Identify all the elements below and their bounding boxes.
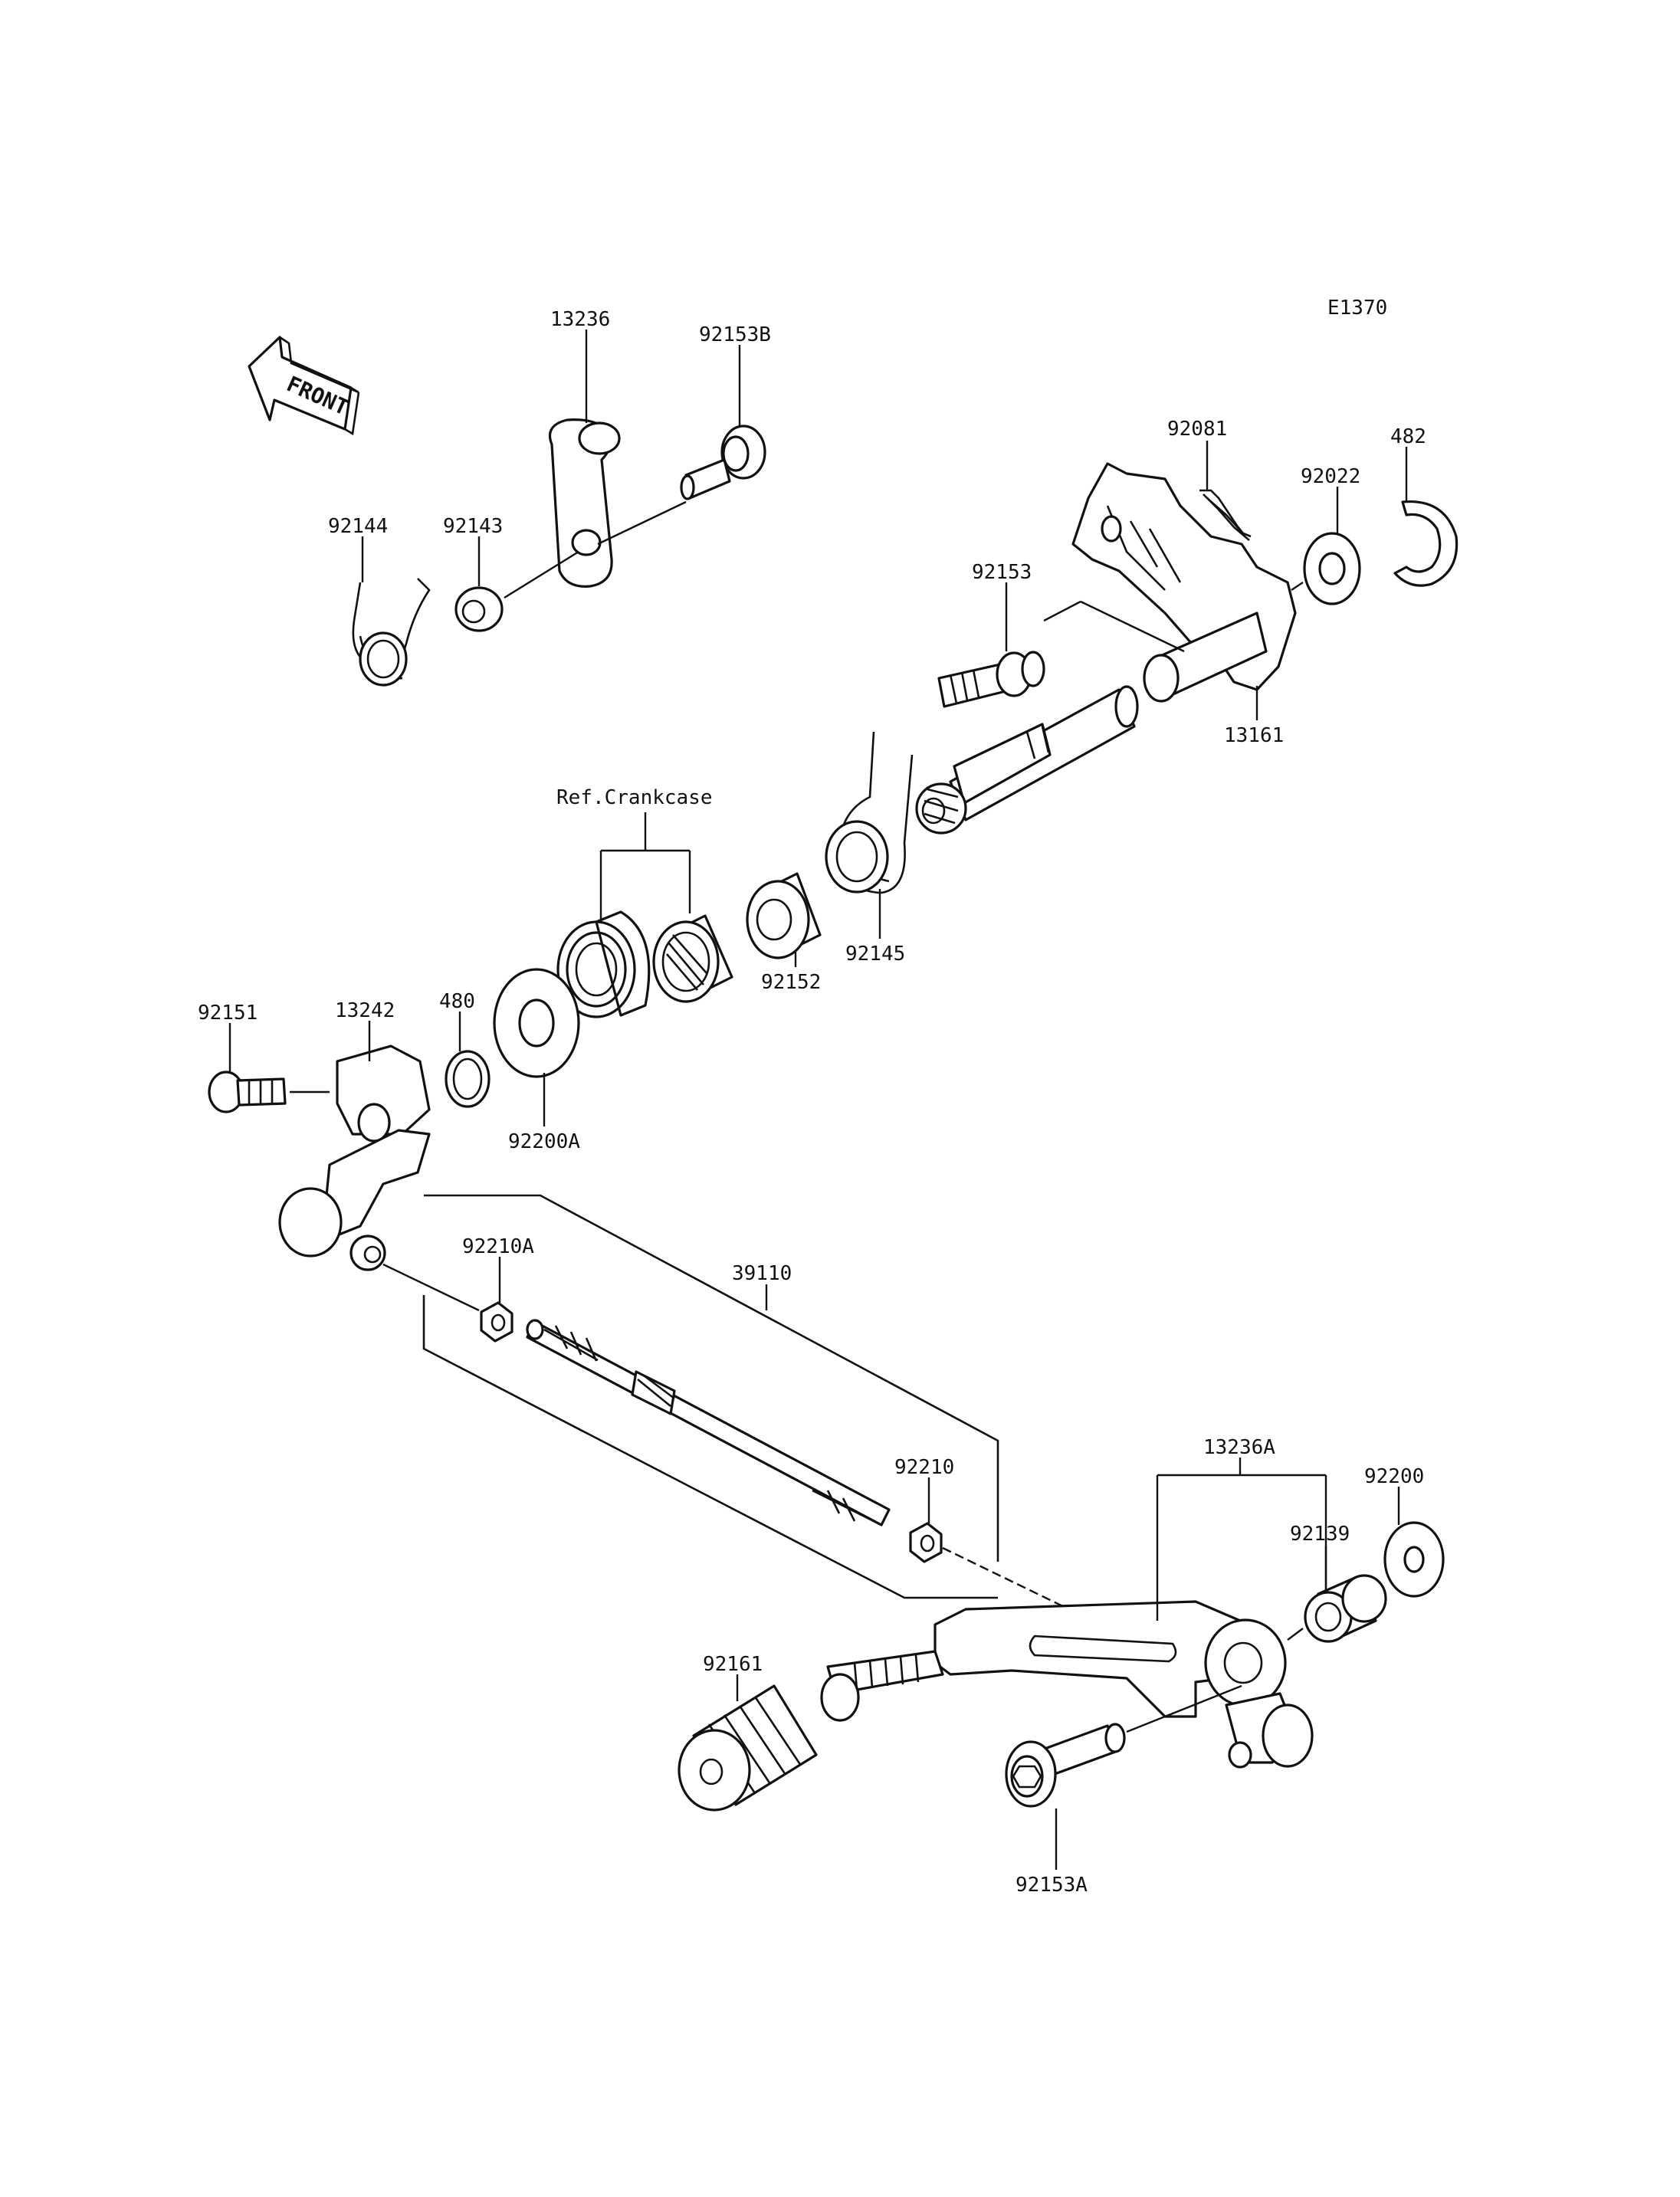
label-13161: 13161	[1224, 724, 1284, 747]
label-482: 482	[1390, 425, 1426, 448]
label-92161: 92161	[703, 1653, 763, 1676]
label-92210A: 92210A	[462, 1235, 534, 1258]
part-92200A-washer	[493, 968, 580, 1078]
part-92022-washer	[1303, 532, 1361, 605]
leader-collar-to-pedal	[1287, 1628, 1304, 1641]
label-92145: 92145	[845, 943, 905, 966]
label-92153B: 92153B	[699, 323, 771, 346]
part-92153A-bolt	[1005, 1723, 1126, 1808]
part-13161-shift-shaft	[915, 462, 1297, 835]
leader-bolt-to-arm	[1043, 600, 1081, 622]
label-39110: 39110	[732, 1262, 792, 1285]
label-92153: 92153	[972, 561, 1032, 584]
label-92139: 92139	[1290, 1523, 1350, 1546]
part-92153-bolt	[937, 651, 1045, 708]
part-13236-lever	[548, 418, 621, 588]
label-92022: 92022	[1301, 465, 1360, 488]
front-arrow-icon: FRONT	[248, 336, 360, 436]
part-92152-collar	[746, 872, 822, 959]
label-92152: 92152	[761, 971, 821, 994]
part-oil-seal	[556, 910, 651, 1018]
part-92143-collar	[454, 586, 504, 632]
label-13236: 13236	[550, 308, 610, 331]
leader-nut-to-arm	[382, 1263, 480, 1312]
part-92161-rubber	[678, 1684, 818, 1812]
ref-crankcase-label: Ref.Crankcase	[556, 786, 713, 809]
part-92145-spring	[825, 731, 914, 894]
diagram-id-label: E1370	[1327, 297, 1387, 320]
part-92144-spring	[352, 578, 431, 687]
part-92081-spring	[1199, 489, 1252, 541]
leader-bolt-to-pedal	[1126, 1684, 1242, 1733]
part-92210A-nut	[480, 1301, 514, 1343]
label-92151: 92151	[198, 1002, 258, 1025]
part-92200-washer	[1383, 1521, 1445, 1598]
leader-collar-to-lever	[504, 550, 579, 599]
leader-bolt-to-lever	[597, 500, 687, 546]
part-13236A-pedal	[820, 1600, 1314, 1769]
part-480-circlip	[445, 1050, 491, 1108]
label-92153A: 92153A	[1016, 1874, 1088, 1897]
label-13242: 13242	[335, 999, 395, 1022]
label-92144: 92144	[328, 515, 388, 538]
part-92151-bolt	[208, 1071, 287, 1113]
label-92200: 92200	[1364, 1465, 1424, 1488]
part-needle-bearing	[652, 914, 733, 1003]
label-92200A: 92200A	[508, 1130, 580, 1153]
part-92210-nut	[909, 1522, 943, 1563]
label-92143: 92143	[443, 515, 503, 538]
part-13242-arm	[278, 1044, 431, 1271]
leader-bolt-to-arm-2	[1080, 600, 1185, 653]
label-92081: 92081	[1167, 418, 1227, 441]
part-482-eclip	[1393, 500, 1459, 587]
label-480: 480	[439, 990, 475, 1013]
part-39110-tie-rod	[422, 1194, 999, 1599]
part-92153B-bolt	[680, 425, 766, 500]
leader-washer-to-shaft	[1291, 582, 1304, 591]
part-92139-collar	[1304, 1574, 1387, 1643]
label-92210: 92210	[894, 1456, 954, 1479]
label-13236A: 13236A	[1203, 1436, 1275, 1459]
